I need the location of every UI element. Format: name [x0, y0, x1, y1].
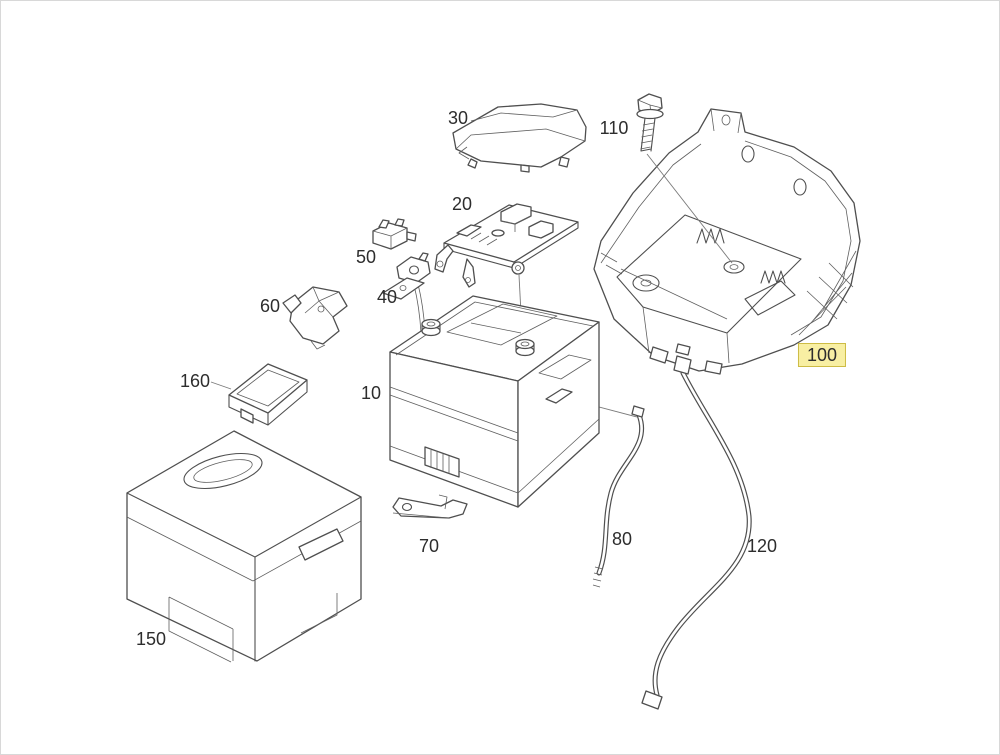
part-label-80[interactable]: 80	[611, 529, 633, 549]
part-label-60[interactable]: 60	[259, 296, 281, 316]
bolt-illustration	[636, 93, 733, 264]
terminal-clamp-illustration	[382, 252, 431, 334]
short-cable-illustration	[592, 405, 645, 588]
part-label-40[interactable]: 40	[376, 287, 398, 307]
part-label-70[interactable]: 70	[418, 536, 440, 556]
hold-down-bracket-illustration	[392, 494, 468, 519]
part-label-120[interactable]: 120	[746, 536, 778, 556]
part-label-110[interactable]: 110	[599, 118, 629, 138]
part-label-30[interactable]: 30	[447, 108, 469, 128]
relay-illustration	[372, 218, 417, 250]
part-label-10[interactable]: 10	[360, 383, 382, 403]
fuse-box-cover-illustration	[452, 103, 587, 173]
part-label-20[interactable]: 20	[451, 194, 473, 214]
battery-tray-illustration	[593, 108, 861, 375]
part-label-160[interactable]: 160	[179, 371, 211, 391]
part-label-50[interactable]: 50	[355, 247, 377, 267]
control-module-illustration	[210, 363, 308, 426]
part-label-100[interactable]: 100	[797, 343, 847, 367]
battery-illustration	[389, 295, 638, 508]
electrical-module-illustration	[434, 203, 579, 334]
battery-box-cover-illustration	[126, 430, 362, 663]
long-cable-illustration	[641, 343, 752, 710]
part-label-150[interactable]: 150	[135, 629, 167, 649]
terminal-cover-illustration	[282, 286, 348, 350]
